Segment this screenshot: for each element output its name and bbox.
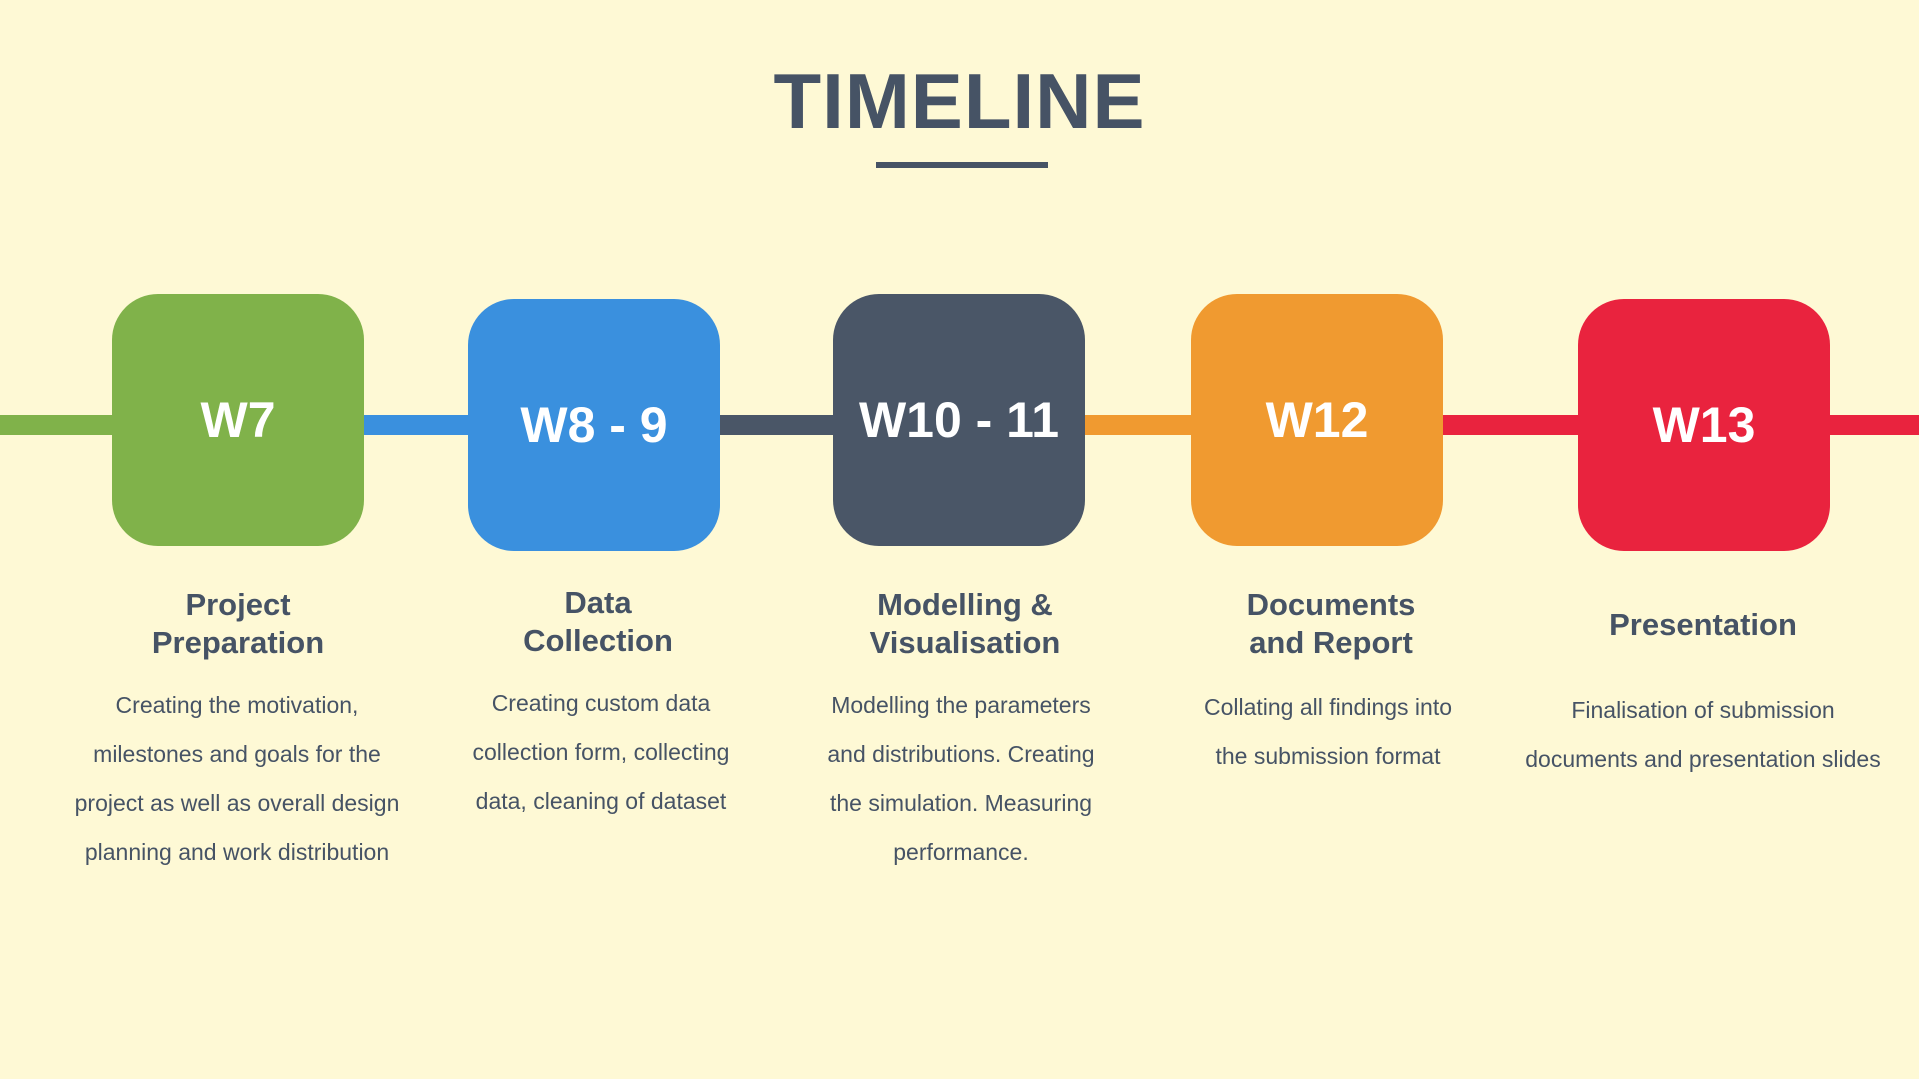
- description-line: documents and presentation slides: [1525, 746, 1881, 772]
- description-line: milestones and goals for the: [93, 741, 381, 767]
- milestone-w7-box: W7: [112, 294, 364, 546]
- description-line: Modelling the parameters: [831, 692, 1091, 718]
- timeline-connector-green: [0, 415, 120, 435]
- heading-line: Visualisation: [869, 625, 1061, 660]
- milestone-w8-9-box: W8 - 9: [468, 299, 720, 551]
- timeline-connector-slate: [716, 415, 838, 435]
- description-line: the submission format: [1215, 743, 1441, 769]
- milestone-w12-label: W12: [1265, 392, 1369, 448]
- milestone-w10-11-label: W10 - 11: [858, 392, 1060, 448]
- heading-line: Data: [564, 585, 632, 620]
- milestone-w10-11-description: Modelling the parameters and distributio…: [751, 681, 1171, 877]
- description-line: data, cleaning of dataset: [475, 788, 727, 814]
- milestone-w13-label: W13: [1652, 397, 1756, 453]
- heading-line: Presentation: [1609, 607, 1797, 642]
- heading-line: Documents: [1246, 587, 1416, 622]
- milestone-w8-9-heading: Data Collection: [398, 584, 798, 660]
- milestone-w12-box: W12: [1191, 294, 1443, 546]
- page-title: TIMELINE: [773, 57, 1146, 145]
- description-line: Collating all findings into: [1203, 694, 1453, 720]
- heading-line: Preparation: [151, 625, 325, 660]
- heading-line: Collection: [523, 623, 673, 658]
- description-line: Creating custom data: [491, 690, 711, 716]
- description-line: Finalisation of submission: [1571, 697, 1835, 723]
- milestone-w13-description: Finalisation of submission documents and…: [1493, 686, 1913, 784]
- milestone-w8-9-label: W8 - 9: [520, 397, 668, 453]
- title-underline: [876, 162, 1048, 168]
- timeline-connector-blue: [360, 415, 472, 435]
- description-line: the simulation. Measuring: [829, 790, 1093, 816]
- description-line: and distributions. Creating: [827, 741, 1095, 767]
- heading-line: and Report: [1249, 625, 1413, 660]
- description-line: Creating the motivation,: [115, 692, 359, 718]
- timeline-connector-red-right: [1820, 415, 1919, 435]
- milestone-w12-heading: Documents and Report: [1131, 586, 1531, 662]
- description-line: collection form, collecting: [472, 739, 730, 765]
- milestone-w10-11-box: W10 - 11: [833, 294, 1085, 546]
- description-line: project as well as overall design: [74, 790, 400, 816]
- milestone-w7-label: W7: [200, 392, 276, 448]
- timeline-connector-red-left: [1440, 415, 1580, 435]
- timeline-connector-orange: [1080, 415, 1196, 435]
- heading-line: Project: [185, 587, 291, 622]
- description-line: planning and work distribution: [84, 839, 390, 865]
- milestone-w13-box: W13: [1578, 299, 1830, 551]
- milestone-w12-description: Collating all findings into the submissi…: [1118, 683, 1538, 781]
- milestone-w7-heading: Project Preparation: [38, 586, 438, 662]
- description-line: performance.: [893, 839, 1029, 865]
- milestone-w13-heading: Presentation: [1503, 606, 1903, 644]
- milestone-w8-9-description: Creating custom data collection form, co…: [391, 679, 811, 826]
- heading-line: Modelling &: [877, 587, 1053, 622]
- milestone-w10-11-heading: Modelling & Visualisation: [765, 586, 1165, 662]
- milestone-w7-description: Creating the motivation, milestones and …: [27, 681, 447, 877]
